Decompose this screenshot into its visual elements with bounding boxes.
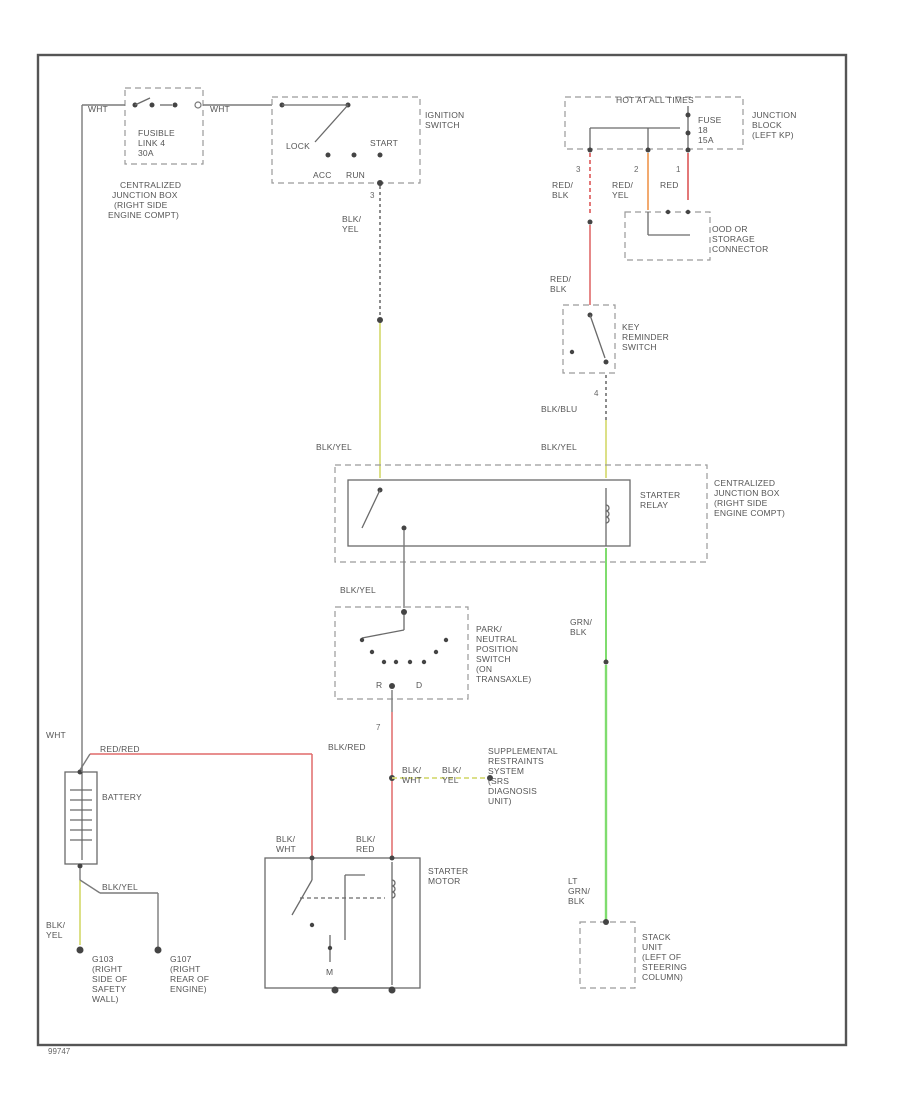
pnp-pin-7: 7: [376, 723, 381, 732]
wire-label-grn-blk: GRN/BLK: [570, 617, 592, 637]
wire-label-blk-yel-5: BLK/YEL: [442, 765, 462, 785]
wire-label-blk-yel-1: BLK/YEL: [342, 214, 362, 234]
pnp-r-label: R: [376, 680, 382, 690]
wire-label-red: RED: [660, 180, 679, 190]
wire-label-blk-wht-2: BLK/WHT: [276, 834, 296, 854]
ignition-lock-label: LOCK: [286, 141, 310, 151]
wire-label-wht: WHT: [88, 104, 108, 114]
ignition-acc-label: ACC: [313, 170, 332, 180]
fuse-pin-1: 1: [676, 165, 681, 174]
fuse-pin-2: 2: [634, 165, 639, 174]
wire-label-blk-yel-4: BLK/YEL: [340, 585, 376, 595]
starter-m-label: M: [326, 967, 333, 977]
wire-label-red-blk-1: RED/BLK: [552, 180, 574, 200]
wire-label-red-blk-2: RED/BLK: [550, 274, 572, 294]
wire-label-blk-yel-2: BLK/YEL: [316, 442, 352, 452]
hot-at-all-times-label: HOT AT ALL TIMES: [616, 95, 694, 105]
wire-label-blk-yel-3: BLK/YEL: [541, 442, 577, 452]
diagram-frame: [36, 53, 848, 1047]
ignition-start-label: START: [370, 138, 398, 148]
wire-label-blk-blu: BLK/BLU: [541, 404, 577, 414]
ignition-pin-3: 3: [370, 191, 375, 200]
key-pin-4: 4: [594, 389, 599, 398]
wire-label-blk-red-1: BLK/RED: [328, 742, 366, 752]
wire-label-wht-3: WHT: [46, 730, 66, 740]
wire-label-blk-red-2: BLK/RED: [356, 834, 376, 854]
wire-label-wht: WHT: [210, 104, 230, 114]
wire-label-blk-yel-6: BLK/YEL: [46, 920, 66, 940]
wire-label-blk-wht-1: BLK/WHT: [402, 765, 422, 785]
battery: BATTERY: [64, 769, 142, 869]
fuse-pin-3: 3: [576, 165, 581, 174]
ignition-run-label: RUN: [346, 170, 365, 180]
wire-label-red-red: RED/RED: [100, 744, 140, 754]
pnp-d-label: D: [416, 680, 422, 690]
battery-label: BATTERY: [102, 792, 142, 802]
wire-label-red-yel: RED/YEL: [612, 180, 634, 200]
figure-number: 99747: [48, 1047, 71, 1056]
wire-label-blk-yel-7: BLK/YEL: [102, 882, 138, 892]
